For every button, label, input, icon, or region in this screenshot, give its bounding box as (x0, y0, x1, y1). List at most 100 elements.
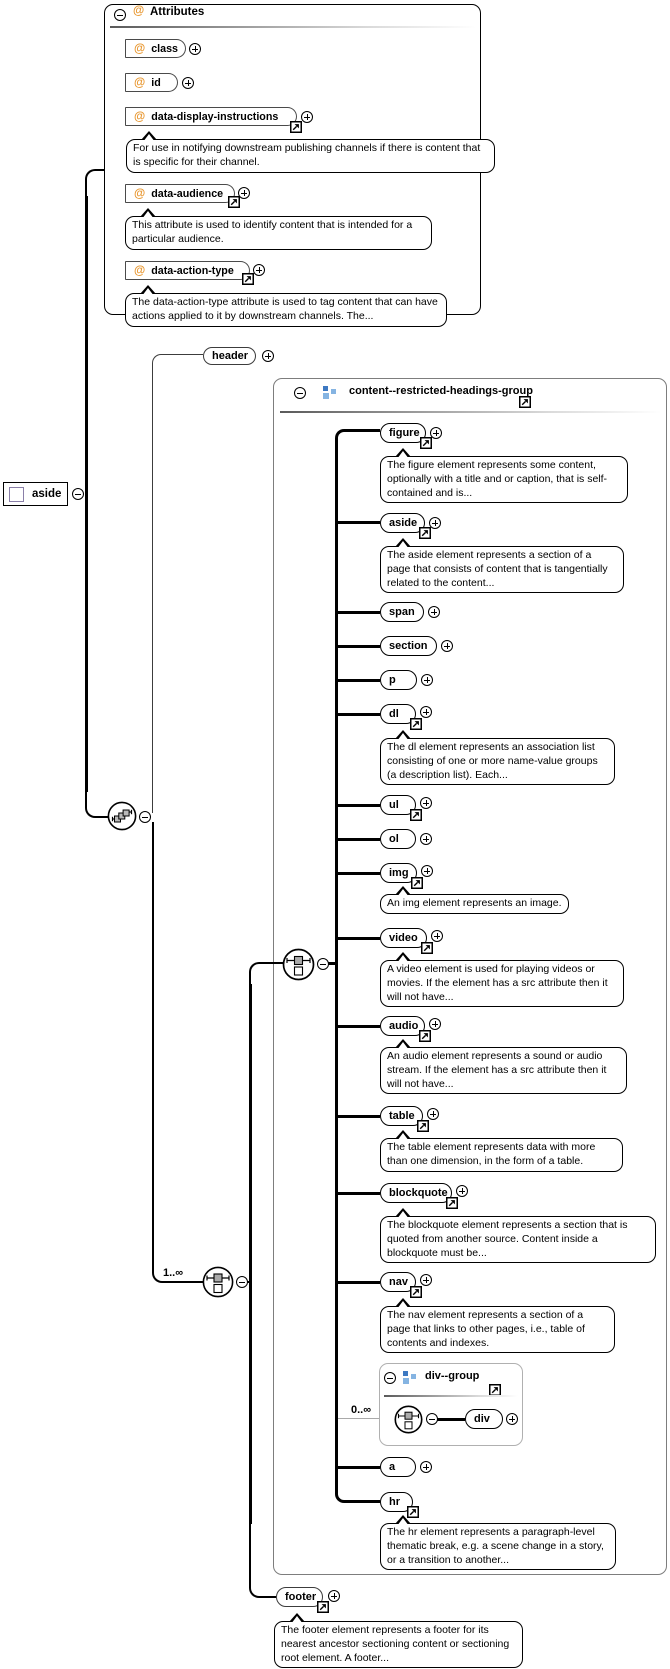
element-pill-nav[interactable]: nav (380, 1272, 416, 1292)
element-pill-figure[interactable]: figure (380, 423, 426, 443)
element-pill-ul[interactable]: ul (380, 795, 416, 815)
group-icon (323, 386, 336, 399)
expand-ol-button[interactable] (420, 833, 432, 845)
root-element-box-aside[interactable]: aside (3, 482, 68, 506)
expand-footer-button[interactable] (328, 1590, 340, 1602)
expand-data-display-instructions-button[interactable] (301, 111, 313, 123)
element-pill-table[interactable]: table (380, 1106, 423, 1126)
element-label: figure (389, 427, 420, 439)
expand-dl-button[interactable] (420, 706, 432, 718)
element-pill-hr[interactable]: hr (380, 1492, 413, 1512)
choice-compositor-icon[interactable] (202, 1266, 234, 1298)
expand-span-button[interactable] (428, 606, 440, 618)
attribute-label: class (151, 42, 178, 55)
element-pill-dl[interactable]: dl (380, 704, 416, 724)
collapse-div-group-button[interactable] (384, 1372, 396, 1384)
reference-arrow-icon[interactable] (407, 1506, 419, 1518)
doc-bubble-table: The table element represents data with m… (380, 1130, 623, 1172)
reference-arrow-icon[interactable] (419, 1030, 431, 1042)
expand-table-button[interactable] (427, 1108, 439, 1120)
reference-arrow-icon[interactable] (242, 273, 254, 285)
element-pill-a[interactable]: a (380, 1457, 416, 1477)
element-label: audio (389, 1020, 419, 1032)
expand-class-button[interactable] (189, 43, 201, 55)
collapse-attributes-button[interactable] (114, 9, 126, 21)
expand-div-button[interactable] (506, 1413, 518, 1425)
reference-arrow-icon[interactable] (419, 527, 431, 539)
reference-arrow-icon[interactable] (411, 877, 423, 889)
connector-line (85, 169, 104, 199)
connector-line (337, 1280, 380, 1284)
reference-arrow-icon[interactable] (420, 437, 432, 449)
connector-line (337, 837, 380, 841)
expand-ul-button[interactable] (420, 797, 432, 809)
expand-data-audience-button[interactable] (238, 187, 250, 199)
element-pill-div[interactable]: div (465, 1409, 503, 1429)
doc-bubble-audio: An audio element represents a sound or a… (380, 1038, 627, 1095)
connector-line (334, 429, 380, 449)
reference-arrow-icon[interactable] (290, 121, 302, 133)
doc-bubble-data-audience: This attribute is used to identify conte… (125, 208, 432, 250)
element-label: blockquote (389, 1187, 448, 1199)
attribute-pill-data-action-type[interactable]: @data-action-type (125, 261, 250, 280)
expand-data-action-type-button[interactable] (253, 264, 265, 276)
reference-arrow-icon[interactable] (519, 396, 531, 408)
expand-nav-button[interactable] (420, 1274, 432, 1286)
expand-id-button[interactable] (182, 77, 194, 89)
element-pill-blockquote[interactable]: blockquote (380, 1183, 452, 1203)
connector-line (337, 803, 380, 807)
element-pill-p[interactable]: p (380, 670, 417, 690)
expand-header-button[interactable] (262, 350, 274, 362)
collapse-choice-button[interactable] (236, 1276, 248, 1288)
reference-arrow-icon[interactable] (410, 809, 422, 821)
collapse-content-group-button[interactable] (294, 387, 306, 399)
expand-section-button[interactable] (441, 640, 453, 652)
element-pill-audio[interactable]: audio (380, 1016, 425, 1036)
element-pill-img[interactable]: img (380, 863, 417, 883)
element-pill-footer[interactable]: footer (276, 1587, 323, 1607)
element-label: ol (389, 833, 399, 845)
element-pill-video[interactable]: video (380, 928, 427, 948)
attribute-pill-id[interactable]: @id (125, 73, 178, 92)
element-pill-header[interactable]: header (203, 347, 256, 365)
element-label: footer (285, 1591, 317, 1603)
connector-line (337, 1114, 380, 1118)
expand-img-button[interactable] (421, 865, 433, 877)
attribute-icon: @ (133, 5, 145, 17)
reference-arrow-icon[interactable] (410, 1286, 422, 1298)
separator (384, 1395, 518, 1397)
expand-a-button[interactable] (420, 1461, 432, 1473)
reference-arrow-icon[interactable] (228, 196, 240, 208)
element-pill-section[interactable]: section (380, 636, 437, 656)
expand-video-button[interactable] (431, 930, 443, 942)
reference-arrow-icon[interactable] (446, 1197, 458, 1209)
reference-arrow-icon[interactable] (410, 718, 422, 730)
attribute-pill-class[interactable]: @class (125, 39, 186, 58)
expand-blockquote-button[interactable] (456, 1185, 468, 1197)
expand-p-button[interactable] (421, 674, 433, 686)
expand-figure-button[interactable] (430, 427, 442, 439)
attribute-pill-data-display-instructions[interactable]: @data-display-instructions (125, 107, 297, 126)
collapse-aside-button[interactable] (72, 488, 84, 500)
group-icon (403, 1371, 416, 1384)
attribute-pill-data-audience[interactable]: @data-audience (125, 184, 235, 203)
sequence-compositor-icon[interactable] (107, 801, 137, 831)
expand-audio-button[interactable] (429, 1018, 441, 1030)
choice-compositor-icon[interactable] (282, 948, 315, 981)
element-pill-aside[interactable]: aside (380, 513, 425, 533)
reference-arrow-icon[interactable] (317, 1601, 329, 1613)
element-pill-span[interactable]: span (380, 602, 424, 622)
reference-arrow-icon[interactable] (417, 1120, 429, 1132)
reference-arrow-icon[interactable] (421, 942, 433, 954)
choice-compositor-icon[interactable] (394, 1405, 423, 1434)
attribute-icon: @ (134, 264, 146, 277)
connector-line (85, 196, 88, 792)
connector-line (437, 1418, 465, 1421)
element-label: header (212, 350, 249, 362)
connector-line (337, 1465, 380, 1469)
element-pill-ol[interactable]: ol (380, 829, 416, 849)
cardinality-label: 0..∞ (351, 1404, 372, 1416)
collapse-sequence-button[interactable] (139, 811, 151, 823)
expand-aside-child-button[interactable] (429, 517, 441, 529)
